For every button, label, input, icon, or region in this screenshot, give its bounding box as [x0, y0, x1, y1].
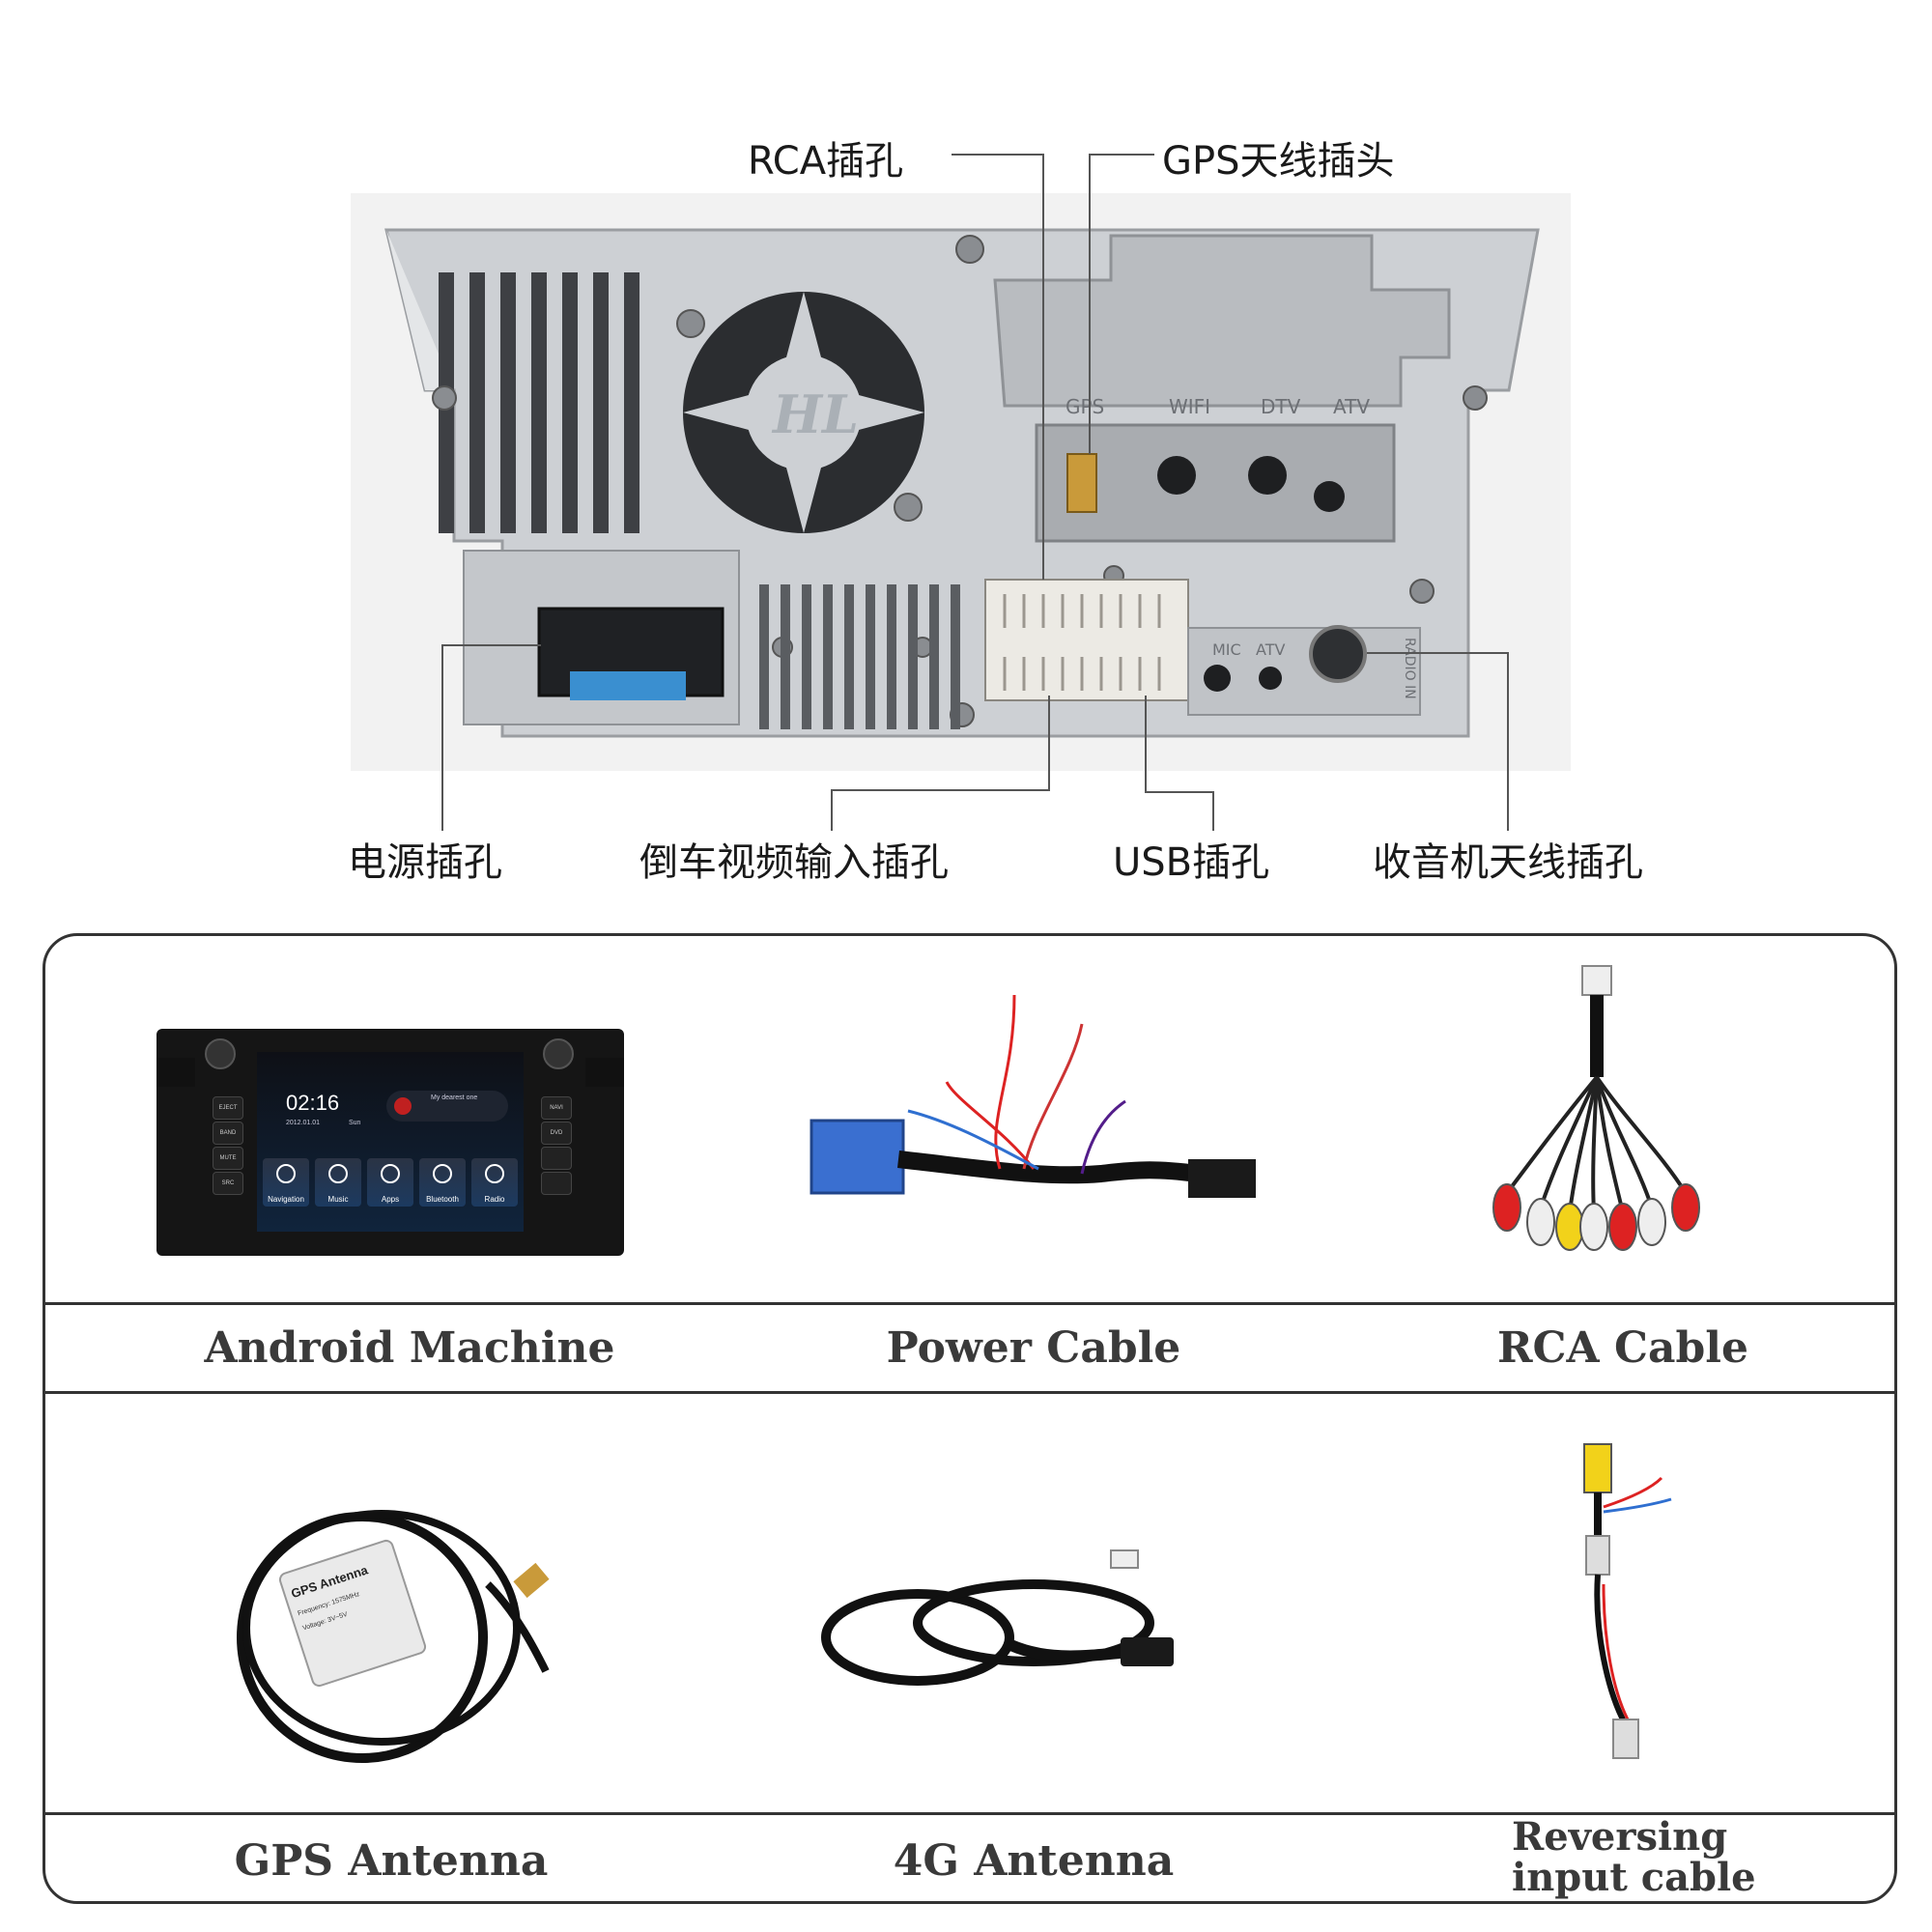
leader-radio: [1367, 652, 1509, 831]
vent-slots-bottom: [759, 584, 960, 729]
radio-antenna-socket: [1309, 625, 1367, 683]
app-navigation: Navigation: [263, 1158, 309, 1207]
caption-rca-cable: RCA Cable: [1496, 1323, 1749, 1373]
btn-navi: NAVI: [541, 1096, 572, 1120]
music-icon: [328, 1164, 348, 1183]
rca-cable-image: [1492, 965, 1700, 1251]
screen-day: Sun: [349, 1120, 361, 1126]
caption-reversing-input-line1: Reversing: [1512, 1814, 1728, 1860]
callout-radio-antenna-jack: 收音机天线插孔: [1373, 840, 1643, 885]
gps-sma-connector: [1066, 453, 1097, 513]
bluetooth-icon: [433, 1164, 452, 1183]
app-radio: Radio: [471, 1158, 518, 1207]
device-screen: 02:16 2012.01.01 Sun My dearest one Navi…: [257, 1052, 524, 1232]
power-connector-blue-clip: [570, 671, 686, 700]
table-divider-2: [43, 1391, 1897, 1394]
btn-src: SRC: [213, 1172, 243, 1195]
caption-reversing-input-line2: input cable: [1512, 1855, 1756, 1900]
btn-band: BAND: [213, 1122, 243, 1145]
reversing-cable-image: [1583, 1443, 1672, 1759]
btn-back: [541, 1172, 572, 1195]
btn-mute: MUTE: [213, 1147, 243, 1170]
port-label-dtv: DTV: [1261, 395, 1301, 418]
app-bluetooth: Bluetooth: [419, 1158, 466, 1207]
rca-usb-connector-block: [984, 579, 1189, 701]
leader-power: [441, 644, 541, 831]
android-machine-image: EJECT BAND MUTE SRC NAVI DVD 02:16 2012.…: [156, 1019, 624, 1256]
callout-gps-antenna-plug: GPS天线插头: [1162, 139, 1395, 184]
port-label-mic: MIC: [1212, 640, 1241, 659]
callout-rca-jack: RCA插孔: [748, 139, 904, 184]
apps-icon: [381, 1164, 400, 1183]
port-label-wifi: WIFI: [1169, 395, 1210, 418]
record-icon: [394, 1097, 412, 1115]
leader-reverse: [831, 696, 1050, 831]
port-label-atv-lower: ATV: [1256, 640, 1285, 659]
music-song-title: My dearest one: [431, 1094, 478, 1101]
port-label-radio: RADIO IN: [1402, 638, 1417, 699]
caption-gps-antenna: GPS Antenna: [234, 1836, 549, 1886]
gps-antenna-image: GPS Antenna Frequency: 1575MHz Voltage: …: [227, 1468, 555, 1768]
fan-grille: [683, 292, 924, 533]
power-cable-image: [810, 994, 1256, 1198]
table-divider-1: [43, 1302, 1897, 1305]
btn-phone: [541, 1147, 572, 1170]
callout-usb-jack: USB插孔: [1113, 840, 1270, 885]
port-label-atv: ATV: [1333, 395, 1370, 418]
music-widget: My dearest one: [386, 1091, 508, 1122]
screen-time: 02:16: [286, 1091, 340, 1115]
4g-antenna-image: [821, 1549, 1174, 1686]
btn-dvd: DVD: [541, 1122, 572, 1145]
leader-usb: [1145, 696, 1214, 831]
leader-gps: [1089, 154, 1154, 454]
navigation-icon: [276, 1164, 296, 1183]
app-apps: Apps: [367, 1158, 413, 1207]
caption-android-machine: Android Machine: [204, 1323, 615, 1373]
callout-reverse-video-input: 倒车视频输入插孔: [639, 840, 949, 885]
caption-power-cable: Power Cable: [886, 1323, 1181, 1373]
table-divider-3: [43, 1812, 1897, 1815]
leader-rca: [952, 154, 1044, 580]
callout-power-jack: 电源插孔: [348, 840, 502, 885]
accessories-table: [43, 933, 1897, 1904]
gps-module-voltage: Voltage: 3V~5V: [301, 1610, 349, 1633]
screen-date: 2012.01.01: [286, 1120, 321, 1126]
radio-icon: [485, 1164, 504, 1183]
unit-rear-illustration: HL GPS WIFI DTV ATV MIC ATV RADI: [384, 154, 1540, 831]
app-music: Music: [315, 1158, 361, 1207]
brand-logo: HL: [771, 384, 859, 445]
caption-4g-antenna: 4G Antenna: [893, 1836, 1175, 1886]
port-label-gps: GPS: [1065, 395, 1104, 418]
btn-eject: EJECT: [213, 1096, 243, 1120]
